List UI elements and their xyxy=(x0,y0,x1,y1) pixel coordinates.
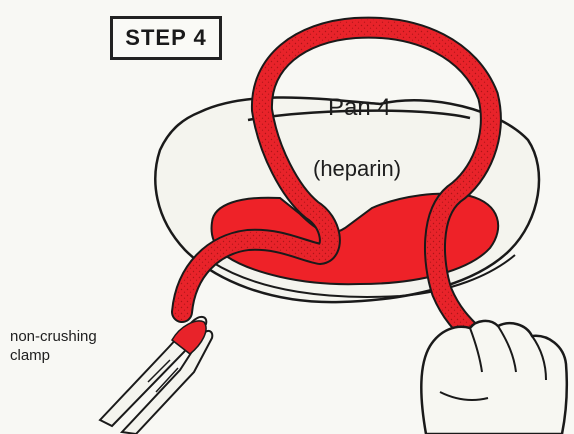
pan-title: Pan 4 xyxy=(328,94,391,122)
clamp-label: non-crushing clamp xyxy=(10,327,97,365)
pan-subtitle: (heparin) xyxy=(313,156,401,182)
hand-outline xyxy=(421,321,567,434)
step-label: STEP 4 xyxy=(125,25,206,51)
clamp-label-line1: non-crushing xyxy=(10,327,97,346)
step-label-box: STEP 4 xyxy=(110,16,222,60)
clamp xyxy=(100,317,212,434)
clamp-label-line2: clamp xyxy=(10,346,97,365)
hand xyxy=(421,321,567,434)
